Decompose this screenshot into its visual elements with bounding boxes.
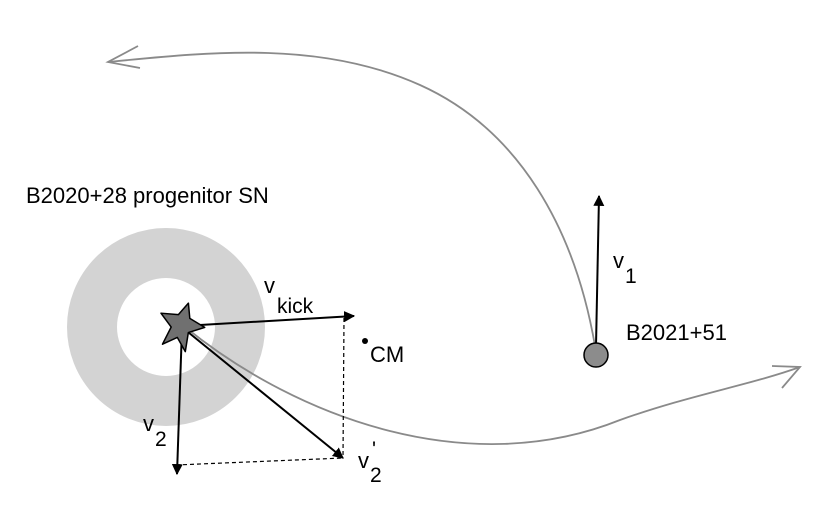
center-of-mass-label: CM	[370, 342, 404, 367]
svg-text:2: 2	[155, 428, 167, 451]
progenitor-star	[160, 302, 206, 353]
svg-text:1: 1	[625, 265, 637, 288]
v-kick-vector	[182, 311, 356, 327]
svg-text:2: 2	[370, 464, 382, 487]
svg-text:': '	[372, 438, 376, 461]
svg-text:kick: kick	[277, 295, 314, 318]
pulsar-trajectory-arrowhead	[771, 365, 802, 389]
progenitor-ring	[67, 228, 265, 426]
pulsar-trajectory	[184, 326, 801, 445]
companion-label: B2021+51	[626, 320, 727, 345]
companion-trajectory-arrowhead	[105, 45, 141, 69]
center-of-mass-dot	[362, 338, 368, 344]
parallelogram-dashed-vertical	[342, 317, 345, 459]
companion-body	[583, 342, 609, 368]
parallelogram-dashed-horizontal	[175, 457, 344, 466]
companion-trajectory	[107, 51, 596, 347]
v2-prime-vector	[182, 327, 344, 459]
svg-text:v: v	[143, 411, 154, 436]
svg-text:v: v	[264, 273, 275, 298]
svg-text:v: v	[613, 248, 624, 273]
v-kick-label: v kick	[264, 273, 314, 318]
v1-vector	[593, 194, 605, 347]
v2-prime-label: v ' 2	[358, 438, 382, 487]
progenitor-label: B2020+28 progenitor SN	[26, 183, 269, 208]
svg-text:v: v	[358, 448, 369, 473]
v1-label: v 1	[613, 248, 637, 288]
v2-vector	[171, 327, 183, 476]
v2-label: v 2	[143, 411, 167, 451]
